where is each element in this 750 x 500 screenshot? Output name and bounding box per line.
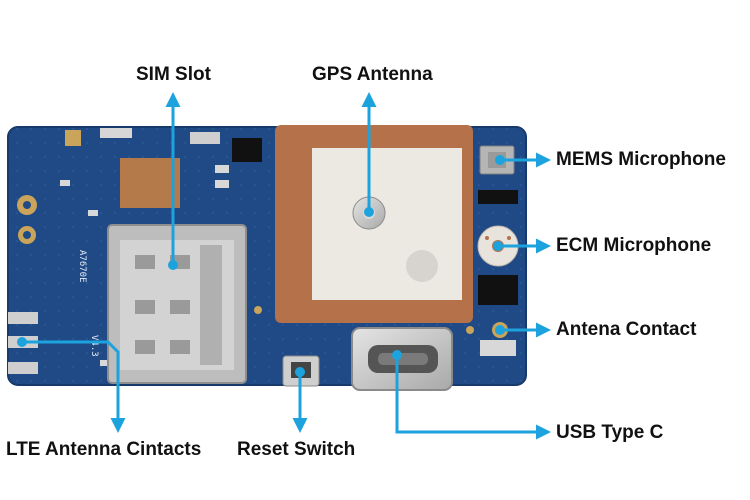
callout-lines [17, 92, 551, 440]
board-rev-text: V4.3 [89, 335, 99, 357]
reset-switch-label: Reset Switch [237, 439, 356, 460]
lte-antenna-pads [8, 195, 38, 374]
sim-slot-holder [107, 224, 247, 384]
board-model-text: A7670E [77, 250, 87, 283]
usb-type-c-port [351, 327, 453, 391]
sim-slot-label: SIM Slot [136, 64, 211, 85]
gps-antenna-label: GPS Antenna [312, 64, 433, 85]
smd-components [60, 128, 518, 366]
antenna-contact-label: Antena Contact [556, 319, 697, 340]
mems-microphone-label: MEMS Microphone [556, 149, 726, 170]
board-silkscreen: A7670E V4.3 [77, 250, 99, 357]
lte-antenna-contacts-label: LTE Antenna Cintacts [6, 439, 202, 460]
ecm-microphone-label: ECM Microphone [556, 235, 712, 256]
lte-antenna-callout [22, 340, 126, 433]
gps-antenna-patch [275, 125, 473, 323]
usb-type-c-label: USB Type C [556, 422, 664, 443]
usb-type-c-callout [395, 355, 551, 440]
